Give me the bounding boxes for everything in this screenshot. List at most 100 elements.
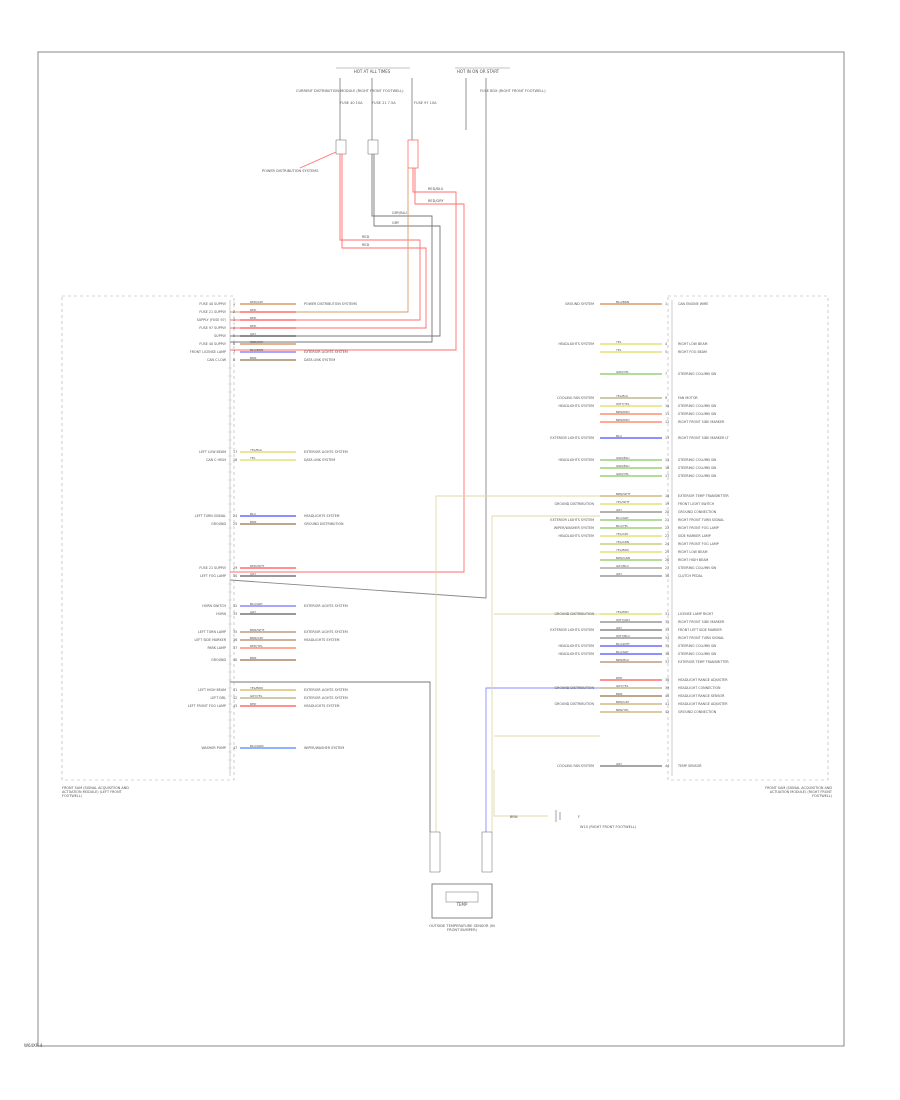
pin-number: 34 [665, 636, 669, 640]
wire-color-label: BRN [250, 520, 256, 524]
wire-color-label: GRY/BLU [616, 564, 629, 568]
pin-label: PARK LAMP [207, 646, 226, 650]
wire-color-label: BLU [250, 512, 256, 516]
pin-number: 22 [665, 526, 669, 530]
wire-label: RED/GRY [428, 199, 444, 203]
pin-number: 4 [233, 326, 235, 330]
right-fuse-box-label: FUSE BOX (RIGHT FRONT FOOTWELL) [480, 89, 546, 93]
wire-color-label: BLU/BRN [250, 348, 263, 352]
pin-number: 8 [233, 358, 235, 362]
pin-number: 33 [233, 612, 237, 616]
pin-number: 40 [233, 658, 237, 662]
wire-color-label: GRY [250, 610, 256, 614]
pin-number: 41 [665, 702, 669, 706]
pin-number: 17 [665, 474, 669, 478]
wire-color-label: WHT/BLU [616, 634, 630, 638]
wire-color-label: YEL [250, 456, 256, 460]
pin-source: HEADLIGHTS SYSTEM [559, 404, 595, 408]
pin-number: 42 [665, 710, 669, 714]
pin-label: RIGHT FRONT TURN SIGNAL [678, 636, 724, 640]
wire-color-label: GRY [616, 626, 622, 630]
wire-color-label: YEL [616, 348, 622, 352]
wire-color-label: YEL/WHT [616, 500, 630, 504]
pin-number: 32 [233, 604, 237, 608]
wire-color-label: RED [250, 324, 257, 328]
pin-source: HEADLIGHTS SYSTEM [559, 458, 595, 462]
pin-destination: EXTERIOR LIGHTS SYSTEM [304, 688, 348, 692]
pin-label: LEFT LOW BEAM [199, 450, 226, 454]
wire-label: RED [362, 235, 370, 239]
pin-label: CAN C LOW [207, 358, 227, 362]
fuse-21-label: FUSE 21 7.5A [372, 101, 396, 105]
pin-label: WASHER PUMP [201, 746, 226, 750]
bus-wires [229, 140, 600, 832]
pin-label: HORN SWITCH [202, 604, 226, 608]
pin-destination: EXTERIOR LIGHTS SYSTEM [304, 450, 348, 454]
pin-source: EXTERIOR LIGHTS SYSTEM [550, 436, 594, 440]
wire-color-label: BLU/GRN [250, 744, 263, 748]
sensor-label: TEMP [456, 902, 468, 907]
power-distribution-label: POWER DISTRIBUTION SYSTEMS [262, 169, 319, 173]
pin-number: 31 [665, 612, 669, 616]
pin-label: RIGHT FRONT SIDE MARKER LT [678, 436, 730, 440]
wire-color-label: GRY [616, 572, 622, 576]
pin-label: GROUND CONNECTION [678, 710, 717, 714]
pin-number: 25 [665, 550, 669, 554]
pin-label: STEERING COLUMN SW [678, 474, 717, 478]
pin-number: 9 [665, 396, 667, 400]
pin-label: SUPPLY (FUSE 97) [197, 318, 226, 322]
pin-number: 21 [665, 518, 669, 522]
pin-source: EXTERIOR LIGHTS SYSTEM [550, 628, 594, 632]
wire-color-label: BRN/WHT [250, 628, 265, 632]
pin-number: 30 [665, 574, 669, 578]
pin-label: EXTERIOR TEMP TRANSMITTER [678, 494, 729, 498]
pin-number: 11 [665, 412, 669, 416]
pin-number: 5 [233, 334, 235, 338]
wire-color-label: BLU/GRY [616, 650, 629, 654]
pin-number: 36 [233, 638, 237, 642]
pin-number: 7 [665, 372, 667, 376]
pin-label: RIGHT FRONT FOG LAMP [678, 526, 719, 530]
pin-label: STEERING COLUMN SW [678, 458, 717, 462]
right-pin-row: WHT/BLU 34 RIGHT FRONT TURN SIGNAL [600, 634, 724, 640]
wire-color-label: BRN/WHT [616, 492, 631, 496]
ground-number: F [578, 815, 580, 819]
pin-label: STEERING COLUMN SW [678, 412, 717, 416]
sheet-border [37, 51, 845, 1047]
wire-color-label: WHT/YEL [616, 402, 630, 406]
pin-destination: DATA LINK SYSTEM [304, 458, 335, 462]
pin-label: LEFT TURN SIGNAL [195, 514, 226, 518]
pin-source: EXTERIOR LIGHTS SYSTEM [550, 518, 594, 522]
pin-label: STEERING COLUMN SW [678, 566, 717, 570]
pin-label: RIGHT FRONT SIDE MARKER [678, 620, 725, 624]
wire-color-label: YEL/RED [616, 610, 629, 614]
pin-label: FUSE 21 SUPPLY [199, 566, 227, 570]
wire-color-label: GRY [250, 572, 256, 576]
pin-label: LEFT SIDE MARKER [195, 638, 227, 642]
ground-location-label: W15 (RIGHT FRONT FOOTWELL) [580, 825, 637, 829]
sensor-title: OUTSIDE TEMPERATURE SENSOR (IN FRONT BUM… [429, 924, 495, 933]
pin-label: STEERING COLUMN SW [678, 652, 717, 656]
pin-label: HORN [216, 612, 226, 616]
left-pin-row: HORN 33 GRY [216, 610, 296, 616]
pin-number: 12 [665, 420, 669, 424]
wire-color-label: RED/GRY [250, 340, 264, 344]
page-number: W64XR-4 [24, 1043, 43, 1048]
